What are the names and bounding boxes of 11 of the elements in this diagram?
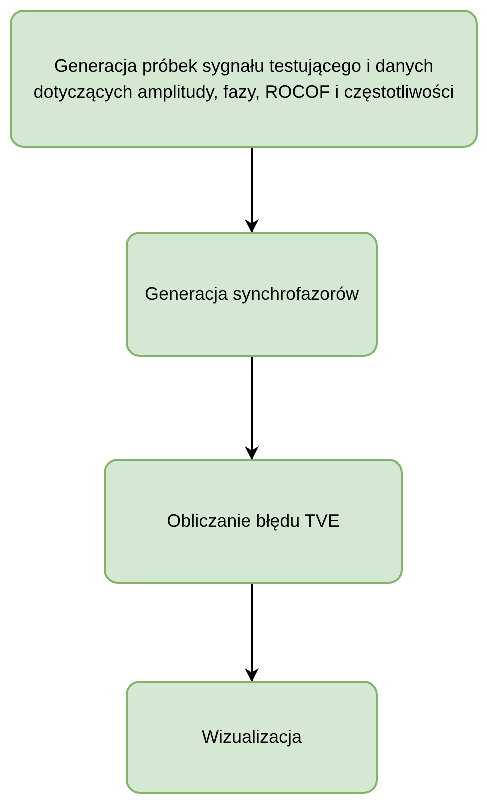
box-label: Wizualizacja <box>202 726 302 750</box>
arrow <box>245 357 259 460</box>
process-box <box>126 232 378 357</box>
process-box <box>104 459 403 584</box>
box-label: Obliczanie błędu TVE <box>167 510 340 534</box>
box-label: Generacja synchrofazorów <box>144 283 360 306</box>
process-box <box>10 10 478 148</box>
arrow <box>245 584 259 682</box>
box-label: Generacja próbek sygnału testującego i danych dotyczących amplitudy, fazy, ROCOF i częstotliwości <box>32 54 456 104</box>
arrow <box>245 148 259 234</box>
process-box <box>126 681 378 794</box>
